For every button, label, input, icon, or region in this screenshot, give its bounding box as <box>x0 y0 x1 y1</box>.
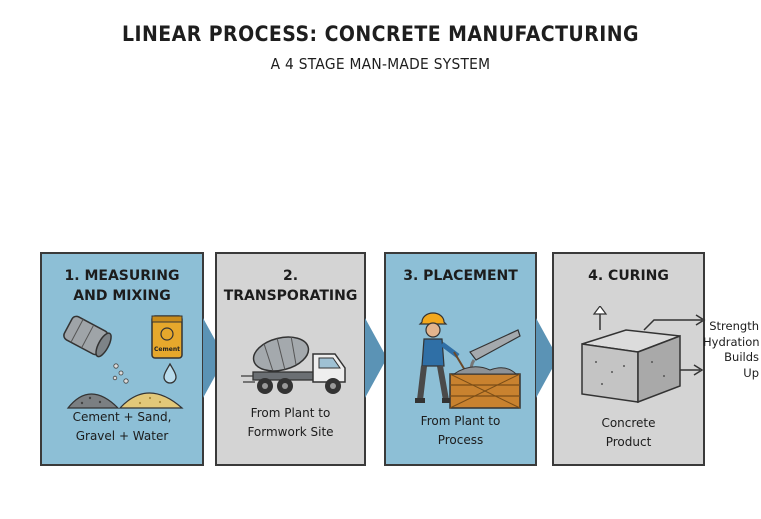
chevron-arrow-icon <box>536 318 558 398</box>
cement-bag-label: Cement <box>154 346 180 353</box>
stage-label: 1. MEASURING AND MIXING <box>64 268 180 304</box>
mixer-drum-icon <box>63 315 112 358</box>
stage-curing: 4. CURING Concrete Product <box>552 252 706 466</box>
worker-placing-concrete-icon <box>415 312 521 409</box>
stage-description: Cement + Sand, Gravel + Water <box>72 410 172 443</box>
hard-hat-icon <box>418 312 448 325</box>
cement-bag-icon: Cement <box>151 315 183 359</box>
chevron-arrow-icon <box>203 318 225 398</box>
stage-placement: 3. PLACEMENT From Plant to Process <box>384 252 537 466</box>
stage-description: From Plant to Process <box>420 414 501 447</box>
stage-description: Concrete Product <box>601 416 656 449</box>
diagram-title: LINEAR PROCESS: CONCRETE MANUFACTURING <box>122 22 639 46</box>
water-drop-icon <box>163 362 177 384</box>
stage-transporting: 2. TRANSPORATING From Plant to Formwork … <box>215 252 366 466</box>
stage-label: 2. TRANSPORATING <box>223 268 358 304</box>
chevron-arrow-icon <box>365 318 387 398</box>
diagram-subtitle: A 4 STAGE MAN-MADE SYSTEM <box>270 55 491 73</box>
gravel-pile-icon <box>66 393 120 409</box>
stage-measuring-mixing: 1. MEASURING AND MIXING Cement Cement + … <box>40 252 204 466</box>
stage-description: From Plant to Formwork Site <box>247 406 334 439</box>
curing-note: Strength Hydration Builds Up <box>703 319 760 380</box>
stage-label: 4. CURING <box>588 268 669 284</box>
sand-pile-icon <box>118 392 184 409</box>
stage-label: 3. PLACEMENT <box>403 268 518 284</box>
concrete-block-icon <box>581 306 706 404</box>
mixer-truck-icon <box>241 336 346 394</box>
mixing-illustration: Cement <box>63 315 184 409</box>
